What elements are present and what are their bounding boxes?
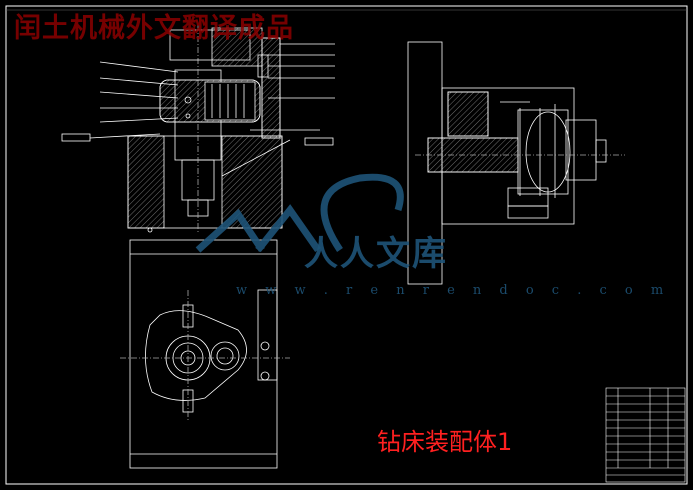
watermark-url: w w w . r e n r e n d o c . c o m <box>236 283 671 298</box>
side-view <box>407 41 625 285</box>
top-plan-view <box>120 239 290 469</box>
watermark-text: 人人文库 <box>304 234 448 274</box>
title-block <box>605 387 686 483</box>
overlay-title: 闰土机械外文翻译成品 <box>14 13 294 44</box>
drawing-border <box>5 5 688 485</box>
drawing-title: 钻床装配体1 <box>377 428 513 456</box>
front-section-view <box>61 25 335 233</box>
watermark-logo <box>195 173 404 253</box>
